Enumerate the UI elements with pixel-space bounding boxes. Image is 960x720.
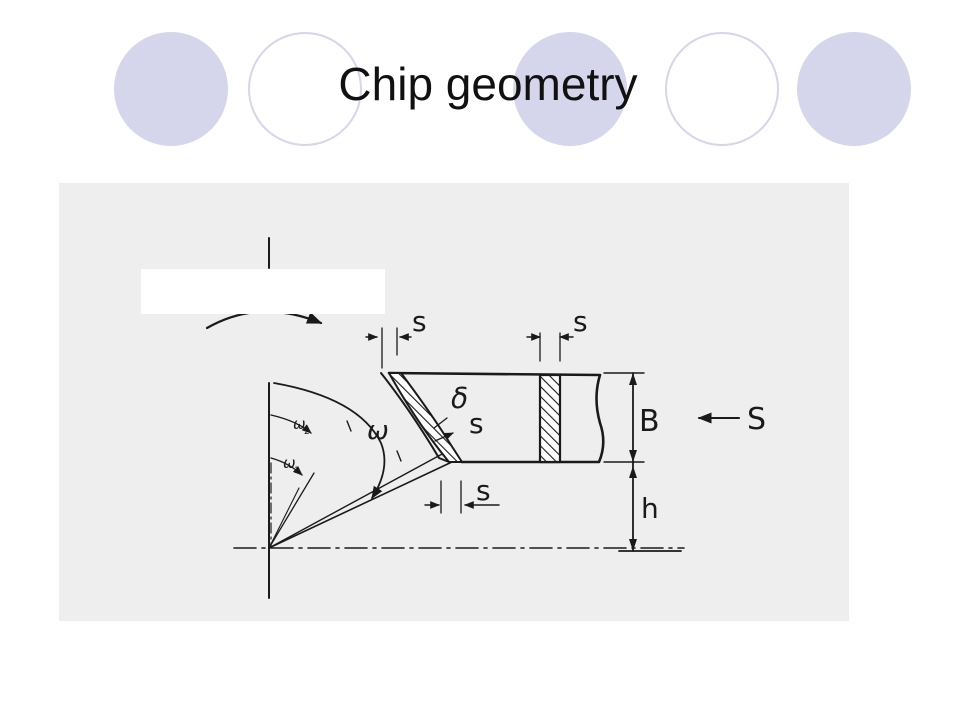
label-s-chip: s bbox=[469, 407, 484, 440]
omega-arc bbox=[273, 382, 386, 500]
label-s-top-right: s bbox=[573, 305, 588, 338]
label-s-bottom: s bbox=[476, 474, 491, 507]
decorative-circle-5 bbox=[797, 32, 911, 146]
redacted-label-area bbox=[141, 269, 385, 314]
ray-to-chip-root bbox=[268, 460, 455, 549]
label-S: S bbox=[747, 402, 766, 437]
rotation-arrow bbox=[205, 310, 323, 330]
label-delta: δ bbox=[451, 382, 468, 415]
decorative-circle-3 bbox=[513, 32, 627, 146]
label-omega: ω bbox=[367, 416, 389, 446]
curved-chip bbox=[388, 372, 463, 463]
label-B: B bbox=[639, 404, 660, 439]
decorative-circle-4 bbox=[665, 32, 779, 146]
label-omega-2: ω bbox=[293, 415, 306, 433]
label-h: h bbox=[641, 492, 659, 525]
label-omega-2-sub: 2 bbox=[304, 427, 310, 437]
slide-title: Chip geometry bbox=[338, 58, 638, 110]
label-omega-1: ω bbox=[283, 454, 296, 472]
decorative-circle-1 bbox=[114, 32, 228, 146]
decorative-circle-2 bbox=[248, 32, 362, 146]
chip-body bbox=[387, 371, 605, 464]
omega2-arc bbox=[270, 414, 312, 434]
label-omega-1-sub: 1 bbox=[294, 466, 300, 476]
omega1-arc bbox=[270, 457, 303, 476]
label-s-top-left: s bbox=[412, 305, 427, 338]
ray-omega1 bbox=[268, 472, 315, 549]
chip-geometry-figure: s s δ s s B h S ω ω 2 ω 1 bbox=[59, 183, 849, 621]
chip-cross-section bbox=[538, 373, 562, 464]
ray-to-chip-inner bbox=[268, 452, 445, 549]
ray-omega2 bbox=[268, 487, 300, 549]
chip-geometry-diagram: s s δ s s B h S ω ω 2 ω 1 bbox=[205, 237, 766, 599]
